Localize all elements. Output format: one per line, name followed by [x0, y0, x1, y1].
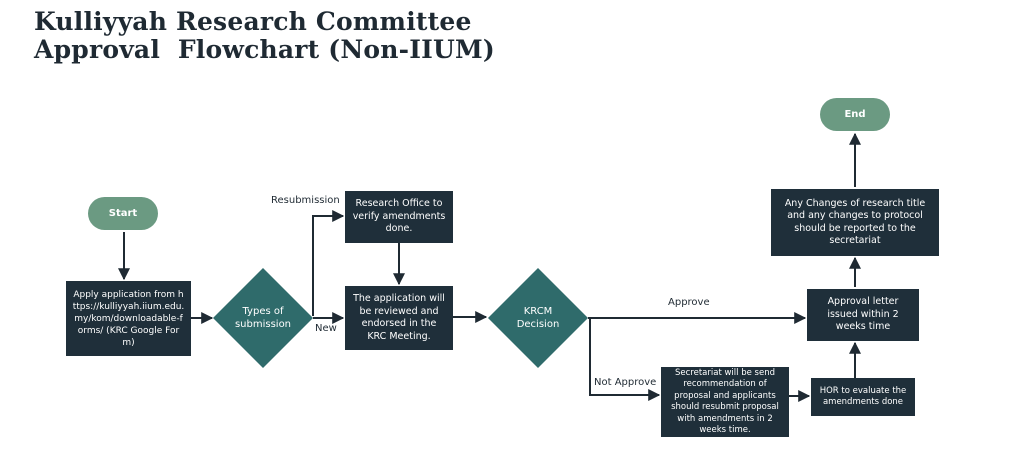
arrow-types-to-research-office: [312, 210, 345, 316]
title-line-2: Approval Flowchart (Non-IIUM): [34, 35, 495, 64]
edge-label-not-approve: Not Approve: [594, 377, 657, 388]
title-line-1: Kulliyyah Research Committee: [34, 7, 472, 36]
apply-application-box: Apply application from https://kulliyyah…: [66, 281, 191, 356]
krcm-decision-label: KRCM Decision: [516, 306, 560, 330]
changes-box: Any Changes of research title and any ch…: [771, 189, 939, 256]
approval-letter-box: Approval letter issued within 2 weeks ti…: [807, 289, 919, 341]
edge-label-approve: Approve: [668, 297, 710, 308]
edge-label-new: New: [315, 323, 337, 334]
arrow-decision-to-secretariat: [589, 318, 661, 401]
end-node: End: [820, 98, 890, 131]
types-diamond-shape: [213, 268, 313, 368]
start-node: Start: [88, 197, 158, 230]
types-of-submission-label: Types of submission: [234, 306, 292, 330]
research-office-box: Research Office to verify amendments don…: [345, 191, 453, 243]
secretariat-box: Secretariat will be send recommendation …: [661, 367, 789, 437]
hor-box: HOR to evaluate the amendments done: [811, 378, 915, 416]
decision-diamond-shape: [488, 268, 588, 368]
page-title: Kulliyyah Research Committee Approval Fl…: [34, 8, 495, 64]
review-box: The application will be reviewed and end…: [345, 286, 453, 350]
edge-label-resubmission: Resubmission: [271, 195, 340, 206]
